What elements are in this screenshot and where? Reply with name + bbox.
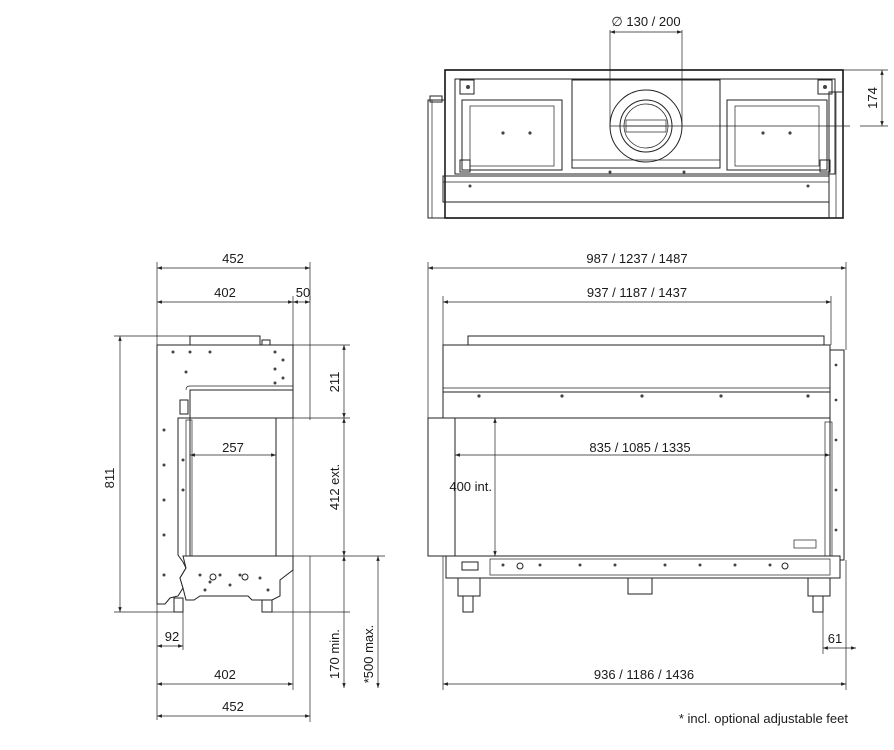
- front-opening-height: 400 int.: [449, 479, 492, 494]
- side-base-overall: 452: [222, 699, 244, 714]
- side-inner-width: 402: [214, 285, 236, 300]
- side-min-height: 170 min.: [327, 629, 342, 679]
- front-overall-widths: 987 / 1237 / 1487: [586, 251, 687, 266]
- side-firebox-depth: 257: [222, 440, 244, 455]
- front-foot-setback: 61: [828, 631, 842, 646]
- top-depth-label: 174: [865, 87, 880, 109]
- side-base-width: 402: [214, 667, 236, 682]
- front-view: 987 / 1237 / 1487 937 / 1187 / 1437: [427, 251, 856, 690]
- footnote: * incl. optional adjustable feet: [679, 711, 849, 726]
- side-top-section: 211: [327, 372, 342, 393]
- front-base-widths: 936 / 1186 / 1436: [594, 667, 694, 682]
- side-foot-offset: 92: [165, 629, 179, 644]
- side-front-offset: 50: [296, 285, 310, 300]
- side-opening-height: 412 ext.: [327, 464, 342, 510]
- side-max-height: *500 max.: [361, 625, 376, 684]
- side-total-height: 811: [102, 468, 117, 489]
- front-glass-widths: 835 / 1085 / 1335: [589, 440, 690, 455]
- front-body-widths: 937 / 1187 / 1437: [587, 285, 687, 300]
- flue-diameter-label: ∅ 130 / 200: [611, 14, 680, 29]
- side-view: 452 402 50: [102, 251, 385, 722]
- top-view: ∅ 130 / 200 174: [427, 14, 888, 219]
- side-overall-width: 452: [222, 251, 244, 266]
